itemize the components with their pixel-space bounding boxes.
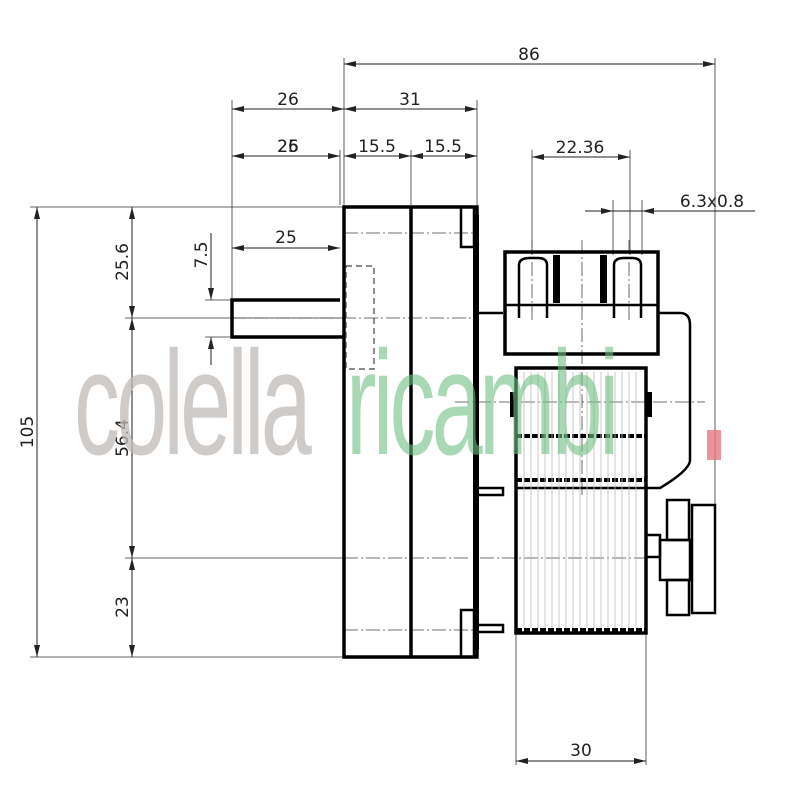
rear-bearing [644, 498, 717, 617]
dim-top-to-shaft: 25.6 [113, 243, 133, 281]
dimension-labels: 86 26 31 26 25 15.5 15.5 22.36 6.3x0.8 2… [18, 45, 744, 761]
dim-lower-axis-to-bottom: 23 [113, 596, 133, 618]
dimension-lines [34, 61, 755, 764]
terminal-block [503, 250, 660, 356]
watermark-dot [707, 430, 721, 460]
dim-overall-length: 86 [518, 45, 540, 65]
gearbox [342, 205, 479, 659]
dim-shaft-to-body: 26 [277, 90, 299, 110]
shaft [230, 298, 344, 339]
dim-terminal-spacing: 22.36 [556, 138, 605, 158]
watermark-colella: colella [74, 321, 312, 486]
watermark-ricambi: ricambi [346, 321, 619, 486]
dim-shaft-to-lower-axis: 56.4 [113, 419, 133, 457]
dim-shaft-length: 25 [275, 228, 297, 248]
motor-frame [478, 311, 692, 634]
dim-terminal-size: 6.3x0.8 [680, 192, 744, 212]
dim-gearbox-half-left: 15.5 [358, 137, 396, 157]
dim-gearbox-depth: 31 [399, 90, 421, 110]
dim-shaft-overlap: 25 [277, 137, 299, 157]
coil [510, 366, 652, 635]
dim-shaft-diameter: 7.5 [192, 241, 212, 268]
dim-shaft-overlap-alt: 26 [277, 137, 299, 157]
extension-lines [30, 58, 716, 765]
dim-overall-height: 105 [18, 416, 38, 448]
dim-coil-width: 30 [570, 741, 592, 761]
dim-gearbox-half-right: 15.5 [424, 137, 462, 157]
